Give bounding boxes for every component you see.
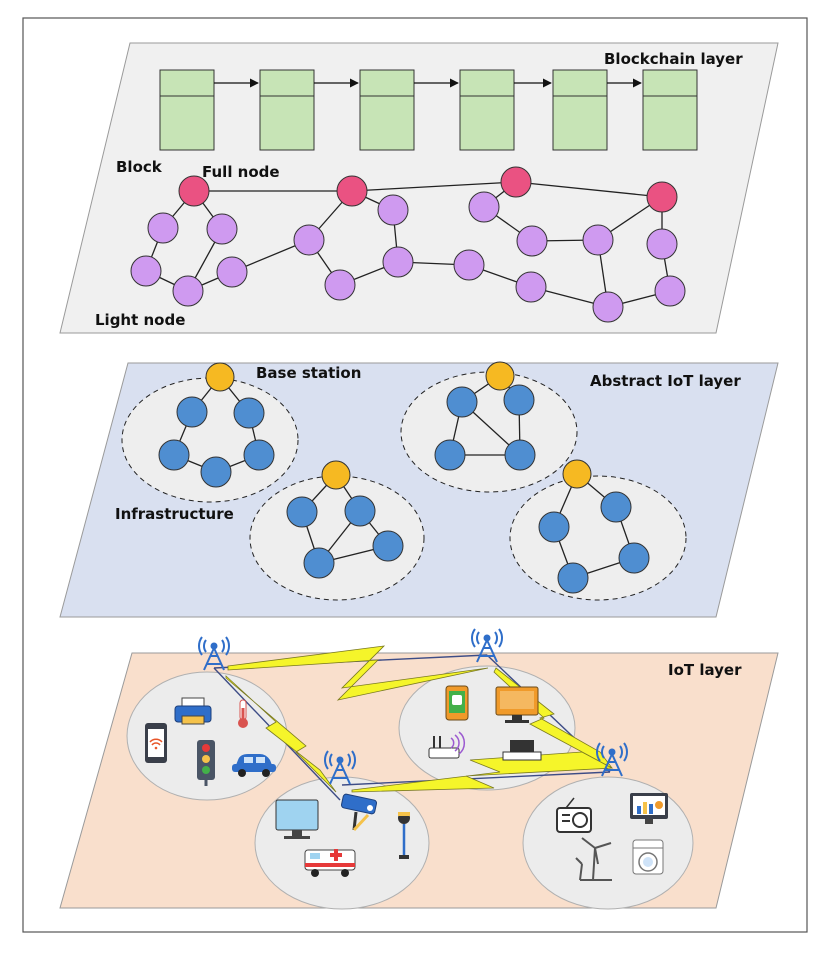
block-label: Block	[116, 158, 163, 176]
blockchain-layer: Blockchain layer	[59, 42, 779, 334]
light-node	[147, 212, 179, 244]
infrastructure-node	[200, 456, 232, 488]
radio-icon	[556, 797, 592, 833]
block	[642, 69, 698, 151]
light-node	[130, 255, 162, 287]
cell-tower-icon	[198, 636, 230, 671]
infrastructure-node	[434, 439, 466, 471]
abstract-iot-layer-title: Abstract IoT layer	[590, 372, 741, 390]
infrastructure-cluster	[249, 460, 425, 601]
full-node-label: Full node	[202, 163, 280, 181]
full-node	[336, 175, 368, 207]
washing-machine-icon	[632, 839, 664, 875]
block	[259, 69, 315, 151]
car-icon	[232, 754, 276, 777]
full-node	[500, 166, 532, 198]
infrastructure-node	[446, 386, 478, 418]
light-nodes	[130, 191, 686, 323]
light-node-label: Light node	[95, 311, 185, 329]
blockchain-layer-title: Blockchain layer	[604, 50, 743, 68]
light-node	[468, 191, 500, 223]
base-station-node	[562, 459, 592, 489]
block	[359, 69, 415, 151]
block	[459, 69, 515, 151]
thermometer-icon	[238, 699, 248, 728]
tv-box-icon	[502, 740, 542, 761]
light-node	[216, 256, 248, 288]
infrastructure-node	[344, 495, 376, 527]
smartphone-icon	[445, 685, 469, 721]
monitor-chart-icon	[630, 793, 668, 824]
infrastructure-cluster	[400, 361, 578, 493]
ambulance-icon	[304, 849, 356, 877]
base-station-label: Base station	[256, 364, 361, 382]
router-icon	[428, 731, 466, 759]
base-station-node	[205, 362, 235, 392]
light-node	[582, 224, 614, 256]
light-node	[592, 291, 624, 323]
infrastructure-cluster	[121, 362, 299, 503]
base-station-node	[485, 361, 515, 391]
infrastructure-label: Infrastructure	[115, 505, 234, 523]
light-node	[453, 249, 485, 281]
light-node	[646, 228, 678, 260]
infrastructure-node	[303, 547, 335, 579]
infrastructure-node	[176, 396, 208, 428]
light-node	[293, 224, 325, 256]
cell-tower-icon	[324, 750, 356, 785]
traffic-light-icon	[197, 740, 215, 786]
infrastructure-node	[286, 496, 318, 528]
light-node	[324, 269, 356, 301]
light-node	[172, 275, 204, 307]
figure-border	[22, 17, 808, 933]
light-node	[515, 271, 547, 303]
infrastructure-node	[243, 439, 275, 471]
abstract-iot-layer: Abstract IoT layer Base station Infrastr…	[59, 361, 779, 618]
infrastructure-cluster	[509, 459, 687, 601]
light-node	[382, 246, 414, 278]
light-node	[377, 194, 409, 226]
infrastructure-node	[158, 439, 190, 471]
full-node	[178, 175, 210, 207]
iot-layer-title: IoT layer	[668, 661, 742, 679]
infrastructure-node	[504, 439, 536, 471]
light-node	[654, 275, 686, 307]
infrastructure-node	[372, 530, 404, 562]
block-chain	[159, 69, 698, 151]
security-camera-icon	[340, 793, 378, 832]
block	[159, 69, 215, 151]
infrastructure-node	[618, 542, 650, 574]
infrastructure-node	[233, 397, 265, 429]
street-lamp-icon	[398, 812, 410, 859]
cell-tower-icon	[596, 742, 628, 777]
infrastructure-node	[538, 511, 570, 543]
full-node	[646, 181, 678, 213]
infrastructure-node	[503, 384, 535, 416]
printer-icon	[174, 697, 212, 725]
monitor-icon	[495, 686, 539, 723]
iot-layer: IoT layer	[59, 628, 779, 910]
light-node	[516, 225, 548, 257]
block	[552, 69, 608, 151]
infrastructure-node	[600, 491, 632, 523]
base-station-node	[321, 460, 351, 490]
cell-tower-icon	[471, 628, 503, 663]
light-node	[206, 213, 238, 245]
smartphone-wifi-icon	[145, 723, 167, 763]
infrastructure-node	[557, 562, 589, 594]
lightning-icon	[225, 675, 337, 793]
wind-turbine-icon	[575, 837, 612, 881]
monitor-icon	[275, 799, 319, 839]
full-nodes	[178, 166, 678, 213]
lightning-icon	[227, 645, 489, 701]
